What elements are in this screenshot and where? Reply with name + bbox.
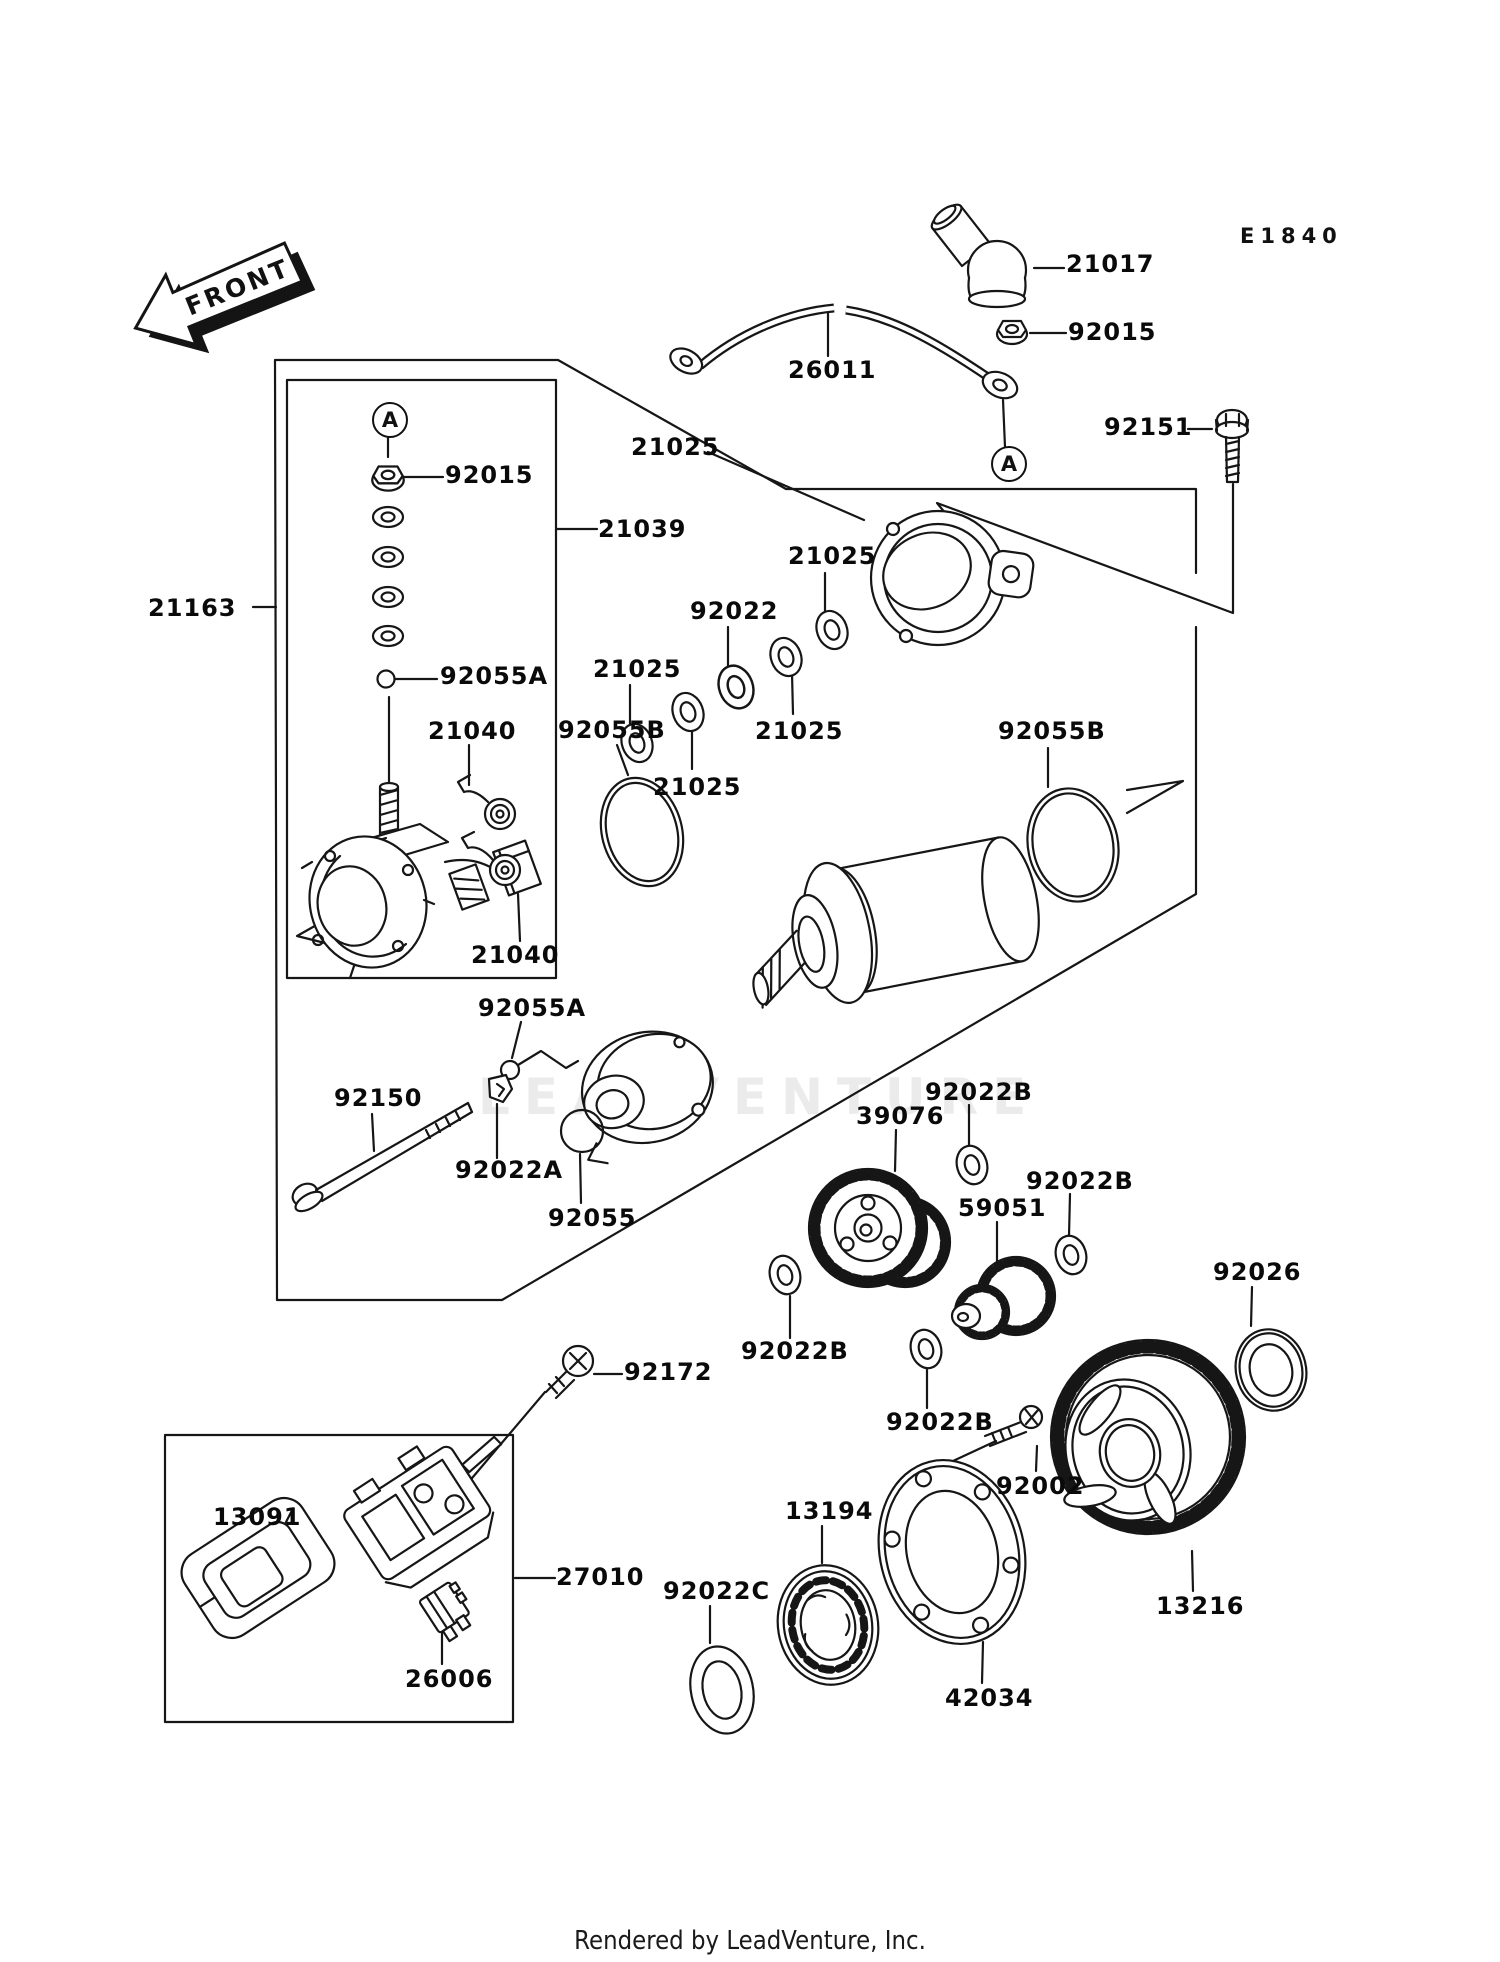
o-ring-92055b-right xyxy=(1026,787,1120,903)
part-label-21039-5: 21039 xyxy=(598,515,687,543)
armature-motor xyxy=(752,836,1040,1009)
washer-92022b-mid xyxy=(764,1251,806,1299)
brush-plate-21163 xyxy=(300,835,542,980)
screw-92172 xyxy=(544,1344,595,1400)
o-ring-92055b-left xyxy=(599,776,685,888)
washer-92022b-bottom xyxy=(905,1325,947,1373)
washer-92022c xyxy=(689,1645,755,1735)
part-label-92015-1: 92015 xyxy=(1068,318,1157,346)
detail-marker-a-0: A xyxy=(372,402,408,438)
idle-gear-59051 xyxy=(950,1255,1057,1341)
bolt-92002 xyxy=(983,1404,1044,1448)
brush-spring-21040-top xyxy=(456,773,517,831)
part-label-21040-17: 21040 xyxy=(471,941,560,969)
washer-21025-b xyxy=(764,632,808,682)
drive-end-housing xyxy=(580,1030,714,1165)
washer-92022b-top xyxy=(951,1141,993,1189)
mount-bolt-92151 xyxy=(1214,408,1250,484)
part-label-92022c-34: 92022C xyxy=(663,1577,771,1605)
part-label-92150-19: 92150 xyxy=(334,1084,423,1112)
washer-21025-c xyxy=(666,687,710,737)
end-cover-housing-21025 xyxy=(869,509,1035,647)
part-label-21025-9: 21025 xyxy=(593,655,682,683)
part-label-92055a-18: 92055A xyxy=(478,994,587,1022)
bearing-92026 xyxy=(1234,1328,1308,1412)
part-label-42034-32: 42034 xyxy=(945,1684,1034,1712)
part-label-13091-35: 13091 xyxy=(213,1503,302,1531)
part-label-92002-30: 92002 xyxy=(996,1472,1085,1500)
o-ring-92055a-box xyxy=(376,669,396,689)
part-label-13216-31: 13216 xyxy=(1156,1592,1245,1620)
part-label-92022b-29: 92022B xyxy=(886,1408,994,1436)
washer-92022 xyxy=(711,659,761,715)
part-label-39076-22: 39076 xyxy=(856,1102,945,1130)
part-label-92022b-23: 92022B xyxy=(925,1078,1033,1106)
part-label-92172-28: 92172 xyxy=(624,1358,713,1386)
part-label-92022b-24: 92022B xyxy=(1026,1167,1134,1195)
part-label-92055a-15: 92055A xyxy=(440,662,549,690)
nut-92015-top xyxy=(995,319,1029,346)
nut-92015-box xyxy=(371,465,405,492)
part-label-21017-0: 21017 xyxy=(1066,250,1155,278)
part-label-92026-26: 92026 xyxy=(1213,1258,1302,1286)
part-label-92055b-12: 92055B xyxy=(558,716,666,744)
clutch-plate-42034 xyxy=(877,1458,1027,1646)
part-label-21040-16: 21040 xyxy=(428,717,517,745)
battery-cable-26011 xyxy=(669,303,1019,400)
part-label-59051-25: 59051 xyxy=(958,1194,1047,1222)
footer-credit: Rendered by LeadVenture, Inc. xyxy=(574,1926,926,1956)
o-ring-92055 xyxy=(559,1108,605,1154)
fuse-26006 xyxy=(418,1581,472,1643)
part-label-92055b-13: 92055B xyxy=(998,717,1106,745)
part-label-26006-37: 26006 xyxy=(405,1665,494,1693)
relay-box xyxy=(163,1433,515,1724)
part-label-92015-4: 92015 xyxy=(445,461,534,489)
terminal-cap-21017 xyxy=(930,203,1028,309)
part-label-21025-11: 21025 xyxy=(755,717,844,745)
part-label-26011-2: 26011 xyxy=(788,356,877,384)
lock-washer-b xyxy=(371,545,405,569)
through-bolt-92150 xyxy=(291,1101,474,1213)
washer-92022b-right xyxy=(1050,1231,1092,1279)
front-direction-arrow: FRONT xyxy=(133,241,316,354)
one-way-clutch-13194 xyxy=(776,1564,880,1686)
lock-washer-c xyxy=(371,585,405,609)
part-label-21025-6: 21025 xyxy=(631,433,720,461)
part-label-92022b-27: 92022B xyxy=(741,1337,849,1365)
part-label-21163-14: 21163 xyxy=(148,594,237,622)
part-label-92022-8: 92022 xyxy=(690,597,779,625)
pointer-wedge-right xyxy=(1125,779,1185,815)
brush-holder-box xyxy=(285,378,558,980)
brush-spring-21040-bottom xyxy=(460,830,522,887)
part-label-92151-3: 92151 xyxy=(1104,413,1193,441)
starter-clutch-gear-13216 xyxy=(1049,1338,1247,1536)
part-label-92055-21: 92055 xyxy=(548,1204,637,1232)
part-label-27010-36: 27010 xyxy=(556,1563,645,1591)
part-label-92022a-20: 92022A xyxy=(455,1156,564,1184)
part-label-13194-33: 13194 xyxy=(785,1497,874,1525)
starter-relay-27010 xyxy=(343,1435,503,1589)
part-label-21025-7: 21025 xyxy=(788,542,877,570)
washer-21025-a xyxy=(810,605,854,655)
assembly-outline-box xyxy=(163,358,1198,1724)
o-ring-92055a-lower xyxy=(499,1059,521,1081)
page-code: E1840 xyxy=(1240,224,1343,248)
idle-gear-39076 xyxy=(807,1167,952,1289)
part-label-21025-10: 21025 xyxy=(653,773,742,801)
claw-washer-92022a xyxy=(487,1073,514,1104)
relay-boot-13091 xyxy=(180,1496,336,1640)
lock-washer-a xyxy=(371,505,405,529)
leadventure-watermark: LEADVENTURE xyxy=(478,1068,1041,1126)
detail-marker-a-1: A xyxy=(991,446,1027,482)
lock-washer-d xyxy=(371,624,405,648)
